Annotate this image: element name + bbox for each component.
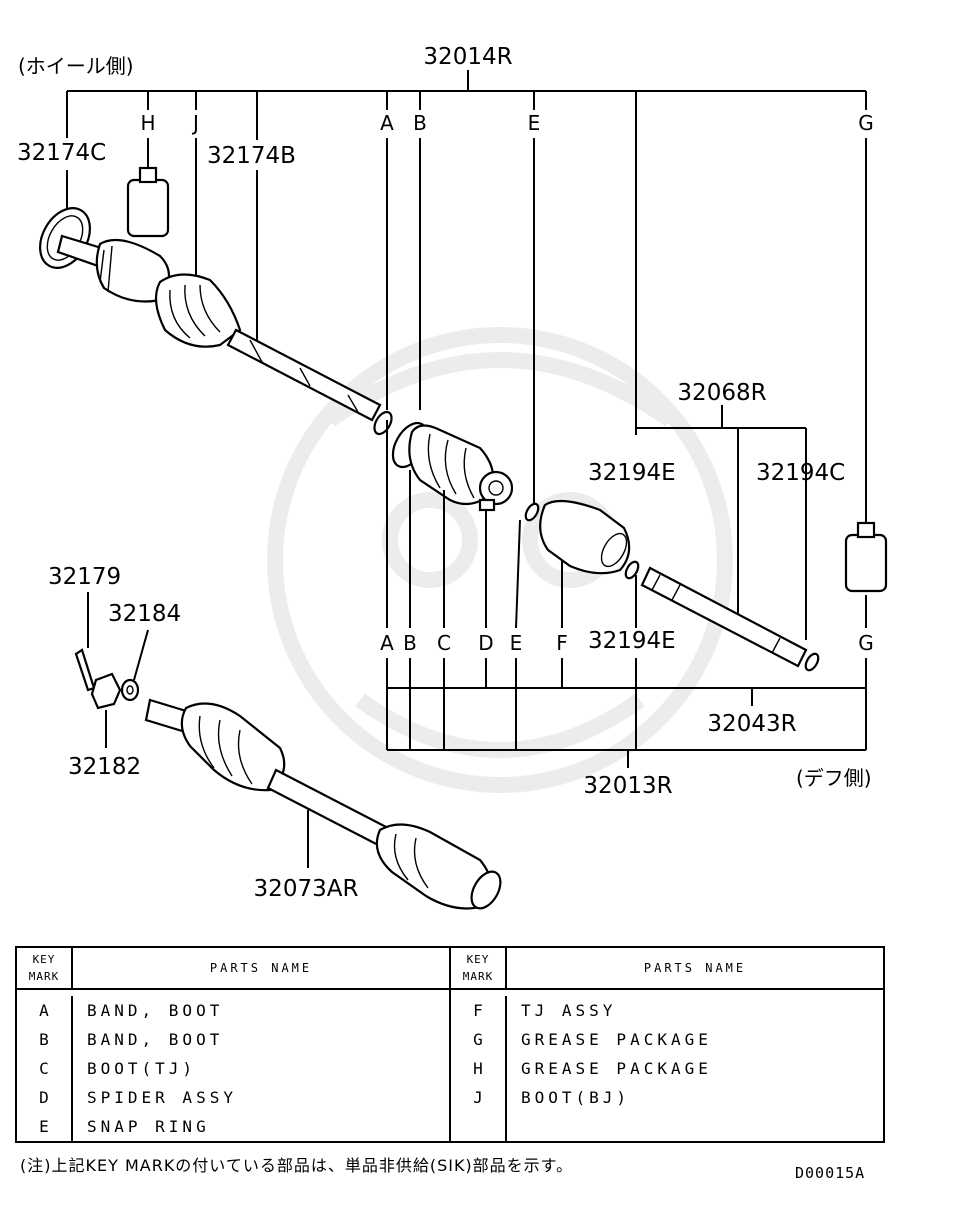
boot-bj: [154, 273, 242, 348]
bracket-32043R: [386, 658, 867, 706]
spider-assy-D: [478, 470, 514, 512]
drive-shaft-32073AR: [144, 698, 502, 910]
top-leaders: [66, 138, 867, 525]
inner-shaft-32068R: [640, 566, 808, 668]
footnote: (注)上記KEY MARKの付いている部品は、単品非供給(SIK)部品を示す。: [20, 1156, 574, 1175]
bj-outer-joint: [56, 234, 171, 303]
legend-part-name: SNAP RING: [87, 1117, 210, 1136]
legend-key: H: [473, 1059, 483, 1078]
key-bottom-D: D: [478, 631, 493, 655]
cotter-pin-32179: [74, 592, 96, 692]
legend-key: E: [39, 1117, 49, 1136]
key-bottom-B: B: [403, 631, 417, 655]
key-top-A: A: [380, 111, 394, 135]
key-mark-header: KEY MARK: [451, 948, 507, 988]
parts-name-header: PARTS NAME: [643, 961, 747, 975]
part-number-32182: 32182: [68, 754, 141, 780]
legend-key: C: [39, 1059, 49, 1078]
snap-ring-E: [524, 502, 540, 522]
key-bottom-F: F: [556, 631, 568, 655]
key-bottom-G: G: [858, 631, 874, 655]
washer-32184: [120, 629, 149, 702]
part-number-32043R: 32043R: [707, 711, 796, 737]
tj-assy-F: [539, 499, 631, 575]
axle-shaft-upper: [226, 328, 382, 422]
part-number-32194E-bottom: 32194E: [588, 628, 676, 654]
part-number-32174C: 32174C: [17, 140, 106, 166]
legend-key: F: [473, 1001, 483, 1020]
ring-32194C: [804, 652, 820, 672]
part-number-32184: 32184: [108, 601, 181, 627]
legend-part-name: TJ ASSY: [521, 1001, 617, 1020]
key-bottom-E: E: [510, 631, 523, 655]
part-number-32194C: 32194C: [756, 460, 845, 486]
legend-part-name: BAND, BOOT: [87, 1001, 224, 1020]
legend-part-name: BAND, BOOT: [87, 1030, 224, 1049]
part-number-32194E-top: 32194E: [588, 460, 676, 486]
key-top-E: E: [528, 111, 541, 135]
legend-key: J: [473, 1088, 483, 1107]
parts-diagram: (ホイール側) (デフ側) 32014R H J A B E G 32174C …: [17, 44, 888, 910]
bracket-32068R: [636, 405, 807, 640]
key-mark-legend: KEY MARK PARTS NAME A B C D E BAND, BOOT…: [15, 946, 885, 1143]
legend-right: KEY MARK PARTS NAME F G H J TJ ASSY GREA…: [449, 948, 883, 1141]
part-number-32179: 32179: [48, 564, 121, 590]
figure-code: D00015A: [795, 1164, 866, 1182]
part-number-32014R: 32014R: [423, 44, 512, 70]
part-number-32013R: 32013R: [583, 773, 672, 799]
diagram-svg: (ホイール側) (デフ側) 32014R H J A B E G 32174C …: [17, 44, 888, 910]
part-number-32068R: 32068R: [677, 380, 766, 406]
legend-part-name: GREASE PACKAGE: [521, 1030, 712, 1049]
part-number-32073AR: 32073AR: [254, 876, 359, 902]
legend-part-name: GREASE PACKAGE: [521, 1059, 712, 1078]
nut-32182: [90, 672, 122, 748]
key-bottom-A: A: [380, 631, 394, 655]
legend-left: KEY MARK PARTS NAME A B C D E BAND, BOOT…: [17, 948, 449, 1141]
legend-key: A: [39, 1001, 49, 1020]
ring-32194E: [624, 560, 640, 580]
key-top-H: H: [140, 111, 155, 135]
key-top-B: B: [413, 111, 427, 135]
key-mark-header: KEY MARK: [17, 948, 73, 988]
legend-header: KEY MARK PARTS NAME: [17, 948, 449, 990]
legend-header: KEY MARK PARTS NAME: [451, 948, 883, 990]
legend-key: D: [39, 1088, 49, 1107]
key-top-G: G: [858, 111, 874, 135]
legend-part-name: BOOT(TJ): [87, 1059, 197, 1078]
legend-key: B: [39, 1030, 49, 1049]
wheel-side-label: (ホイール側): [18, 54, 134, 78]
key-bottom-C: C: [437, 631, 451, 655]
diff-side-label: (デフ側): [796, 766, 872, 790]
legend-part-name: SPIDER ASSY: [87, 1088, 237, 1107]
parts-name-header: PARTS NAME: [209, 961, 313, 975]
key-top-J: J: [191, 111, 199, 135]
grease-package-G: [844, 521, 888, 593]
legend-part-name: BOOT(BJ): [521, 1088, 631, 1107]
grease-package-H: [126, 166, 170, 238]
bracket-32014R: [66, 70, 867, 435]
bottom-leaders: [386, 420, 867, 629]
legend-key: G: [473, 1030, 483, 1049]
part-number-32174B: 32174B: [207, 143, 296, 169]
bracket-32013R: [386, 688, 867, 768]
